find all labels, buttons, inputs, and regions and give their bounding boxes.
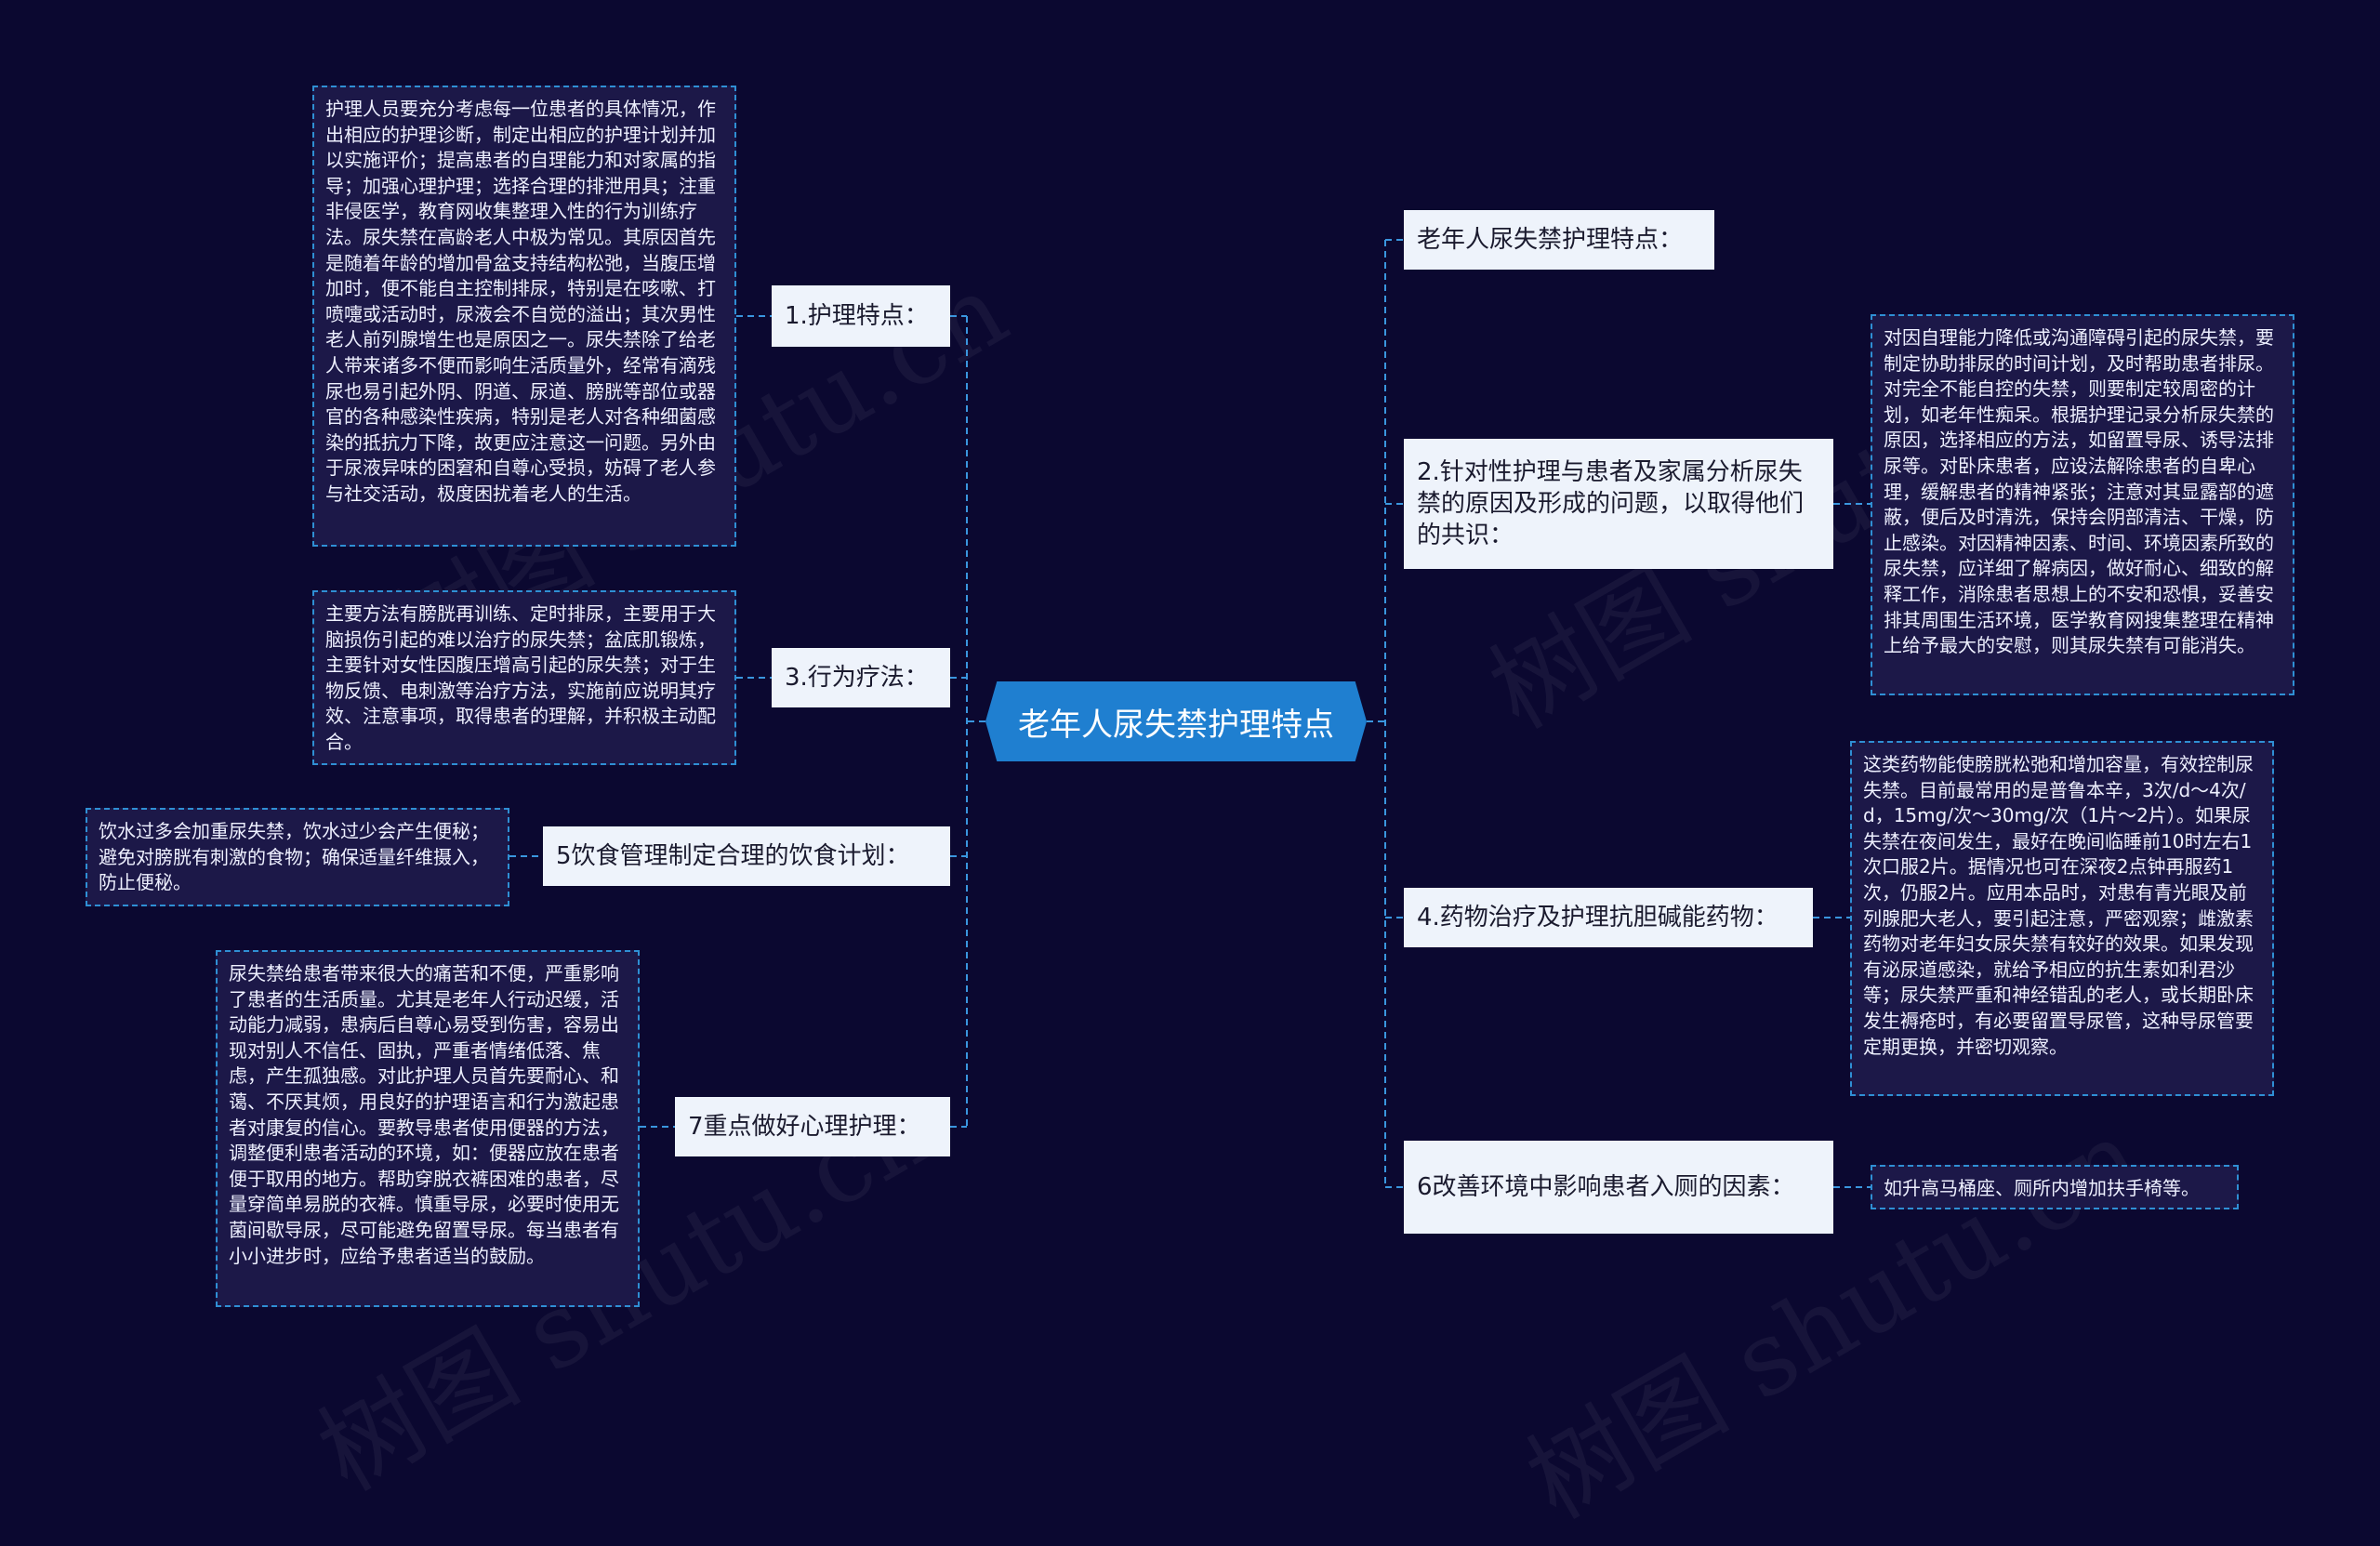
connector-lines bbox=[509, 239, 1871, 1188]
mindmap-canvas: 树图 shutu.cn 树图 shutu.cn 树图 shutu.cn 树图 s… bbox=[86, 86, 2294, 1541]
branch-targeted-care[interactable]: 2.针对性护理与患者及家属分析尿失禁的原因及形成的问题，以取得他们的共识： bbox=[1404, 439, 1833, 569]
leaf-care-features-detail: 护理人员要充分考虑每一位患者的具体情况，作出相应的护理诊断，制定出相应的护理计划… bbox=[312, 86, 736, 547]
leaf-psychological-care-detail: 尿失禁给患者带来很大的痛苦和不便，严重影响了患者的生活质量。尤其是老年人行动迟缓… bbox=[216, 950, 640, 1307]
leaf-diet-plan-detail: 饮水过多会加重尿失禁，饮水过少会产生便秘；避免对膀胱有刺激的食物；确保适量纤维摄… bbox=[86, 808, 509, 906]
branch-diet-plan[interactable]: 5饮食管理制定合理的饮食计划： bbox=[543, 826, 950, 886]
leaf-environment-detail: 如升高马桶座、厕所内增加扶手椅等。 bbox=[1871, 1165, 2239, 1209]
branch-environment[interactable]: 6改善环境中影响患者入厕的因素： bbox=[1404, 1141, 1833, 1234]
leaf-targeted-care-detail: 对因自理能力降低或沟通障碍引起的尿失禁，要制定协助排尿的时间计划，及时帮助患者排… bbox=[1871, 314, 2294, 695]
branch-drug-therapy[interactable]: 4.药物治疗及护理抗胆碱能药物： bbox=[1404, 888, 1813, 947]
branch-behavior-therapy[interactable]: 3.行为疗法： bbox=[772, 648, 950, 707]
root-topic[interactable]: 老年人尿失禁护理特点 bbox=[985, 681, 1367, 761]
leaf-drug-therapy-detail: 这类药物能使膀胱松弛和增加容量，有效控制尿失禁。目前最常用的是普鲁本辛，3次/d… bbox=[1850, 741, 2274, 1096]
branch-care-features[interactable]: 1.护理特点： bbox=[772, 285, 950, 347]
branch-psychological-care[interactable]: 7重点做好心理护理： bbox=[675, 1097, 950, 1156]
leaf-behavior-therapy-detail: 主要方法有膀胱再训练、定时排尿，主要用于大脑损伤引起的难以治疗的尿失禁；盆底肌锻… bbox=[312, 590, 736, 765]
branch-elderly-features[interactable]: 老年人尿失禁护理特点： bbox=[1404, 210, 1714, 270]
